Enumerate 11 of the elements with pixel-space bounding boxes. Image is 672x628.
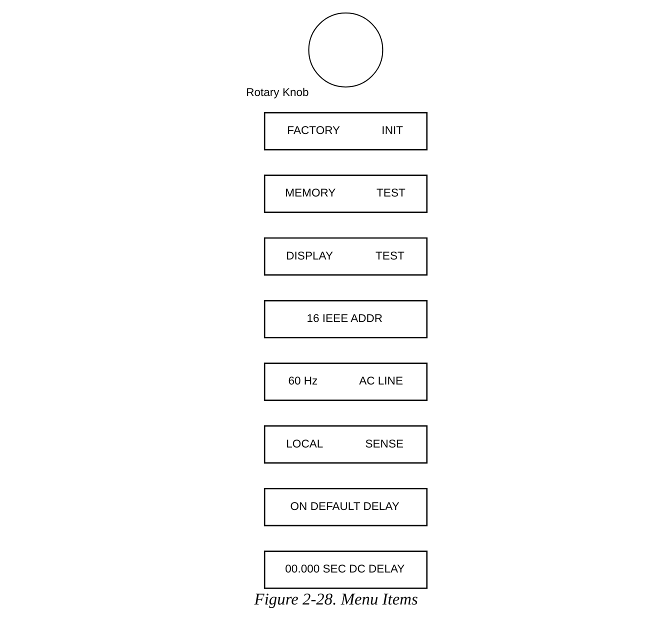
node-box: FACTORY INIT: [263, 112, 428, 150]
node-box: ON DEFAULT DELAY: [263, 488, 428, 526]
node-box: 16 IEEE ADDR: [263, 300, 428, 338]
node-box: 60 Hz AC LINE: [263, 362, 428, 401]
node-circle: [308, 12, 383, 88]
caption: Figure 2-28. Menu Items: [254, 589, 418, 608]
node-label: Rotary Knob: [246, 87, 308, 100]
node-box: LOCAL SENSE: [263, 425, 428, 464]
node-box: MEMORY TEST: [263, 174, 428, 213]
node-box: 00.000 SEC DC DELAY: [263, 550, 428, 589]
node-box: DISPLAY TEST: [263, 237, 428, 276]
